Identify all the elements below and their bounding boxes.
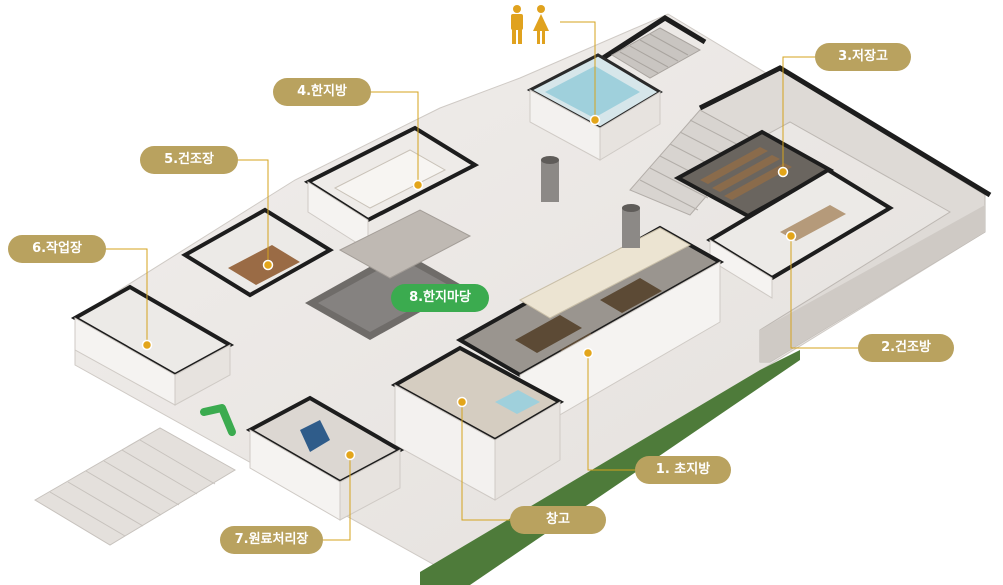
drying-yard [181,207,334,298]
silo-1 [541,156,559,202]
restroom-woman-icon [533,5,549,44]
label-hanji-yard: 8.한지마당 [391,284,489,312]
leader-choji [587,353,635,471]
marker-restroom [589,114,601,126]
entrance-arrow-icon [200,404,236,436]
entrance-steps [34,427,236,546]
courtyard-steps [338,209,472,279]
north-stairs-steps [619,33,689,74]
leader-drying-yard [238,159,269,265]
papermaking-windows [518,227,692,319]
restroom-man-icon [511,5,523,44]
label-drying-room: 2.건조방 [858,334,954,362]
north-stairs [611,27,702,79]
marker-storage [777,166,789,178]
leader-workshop [105,248,148,345]
drying-room-front-wall [709,239,773,299]
marker-hanji-room [412,179,424,191]
south-terrace-wall [760,205,985,362]
raw-material-side-wall [339,449,401,521]
leader-drying-room [790,236,858,349]
marker-drying-yard [262,259,274,271]
label-raw-material: 7.원료처리장 [220,526,323,554]
marker-workshop [141,339,153,351]
marker-raw-material [344,449,356,461]
drying-room-bench [780,205,846,241]
raw-material-machine [300,420,330,452]
storage-shelves [700,147,792,200]
marker-choji [582,347,594,359]
hanji-courtyard-inner [318,258,452,332]
leader-storage [782,56,815,172]
label-choji: 1. 초지방 [635,456,731,484]
east-terrace-rail [698,65,992,198]
warehouse-tiles [495,390,540,414]
label-drying-yard: 5.건조장 [140,146,238,174]
north-wall-rail [598,15,707,63]
label-hanji-room: 4.한지방 [273,78,371,106]
label-storage: 3.저장고 [815,43,911,71]
restroom-tiles [545,66,640,118]
label-workshop: 6.작업장 [8,235,106,263]
workshop-side-wall [174,344,231,406]
leader-hanji-room [370,91,419,185]
leader-restroom [560,21,596,120]
label-warehouse: 창고 [510,506,606,534]
leader-raw-material [323,455,351,541]
silo-2 [622,204,640,248]
marker-drying-room [785,230,797,242]
leader-warehouse [461,402,510,521]
entrance-step-lines [49,439,216,537]
restroom-side-wall [599,91,661,161]
marker-warehouse [456,396,468,408]
warehouse-side-wall [494,401,561,501]
